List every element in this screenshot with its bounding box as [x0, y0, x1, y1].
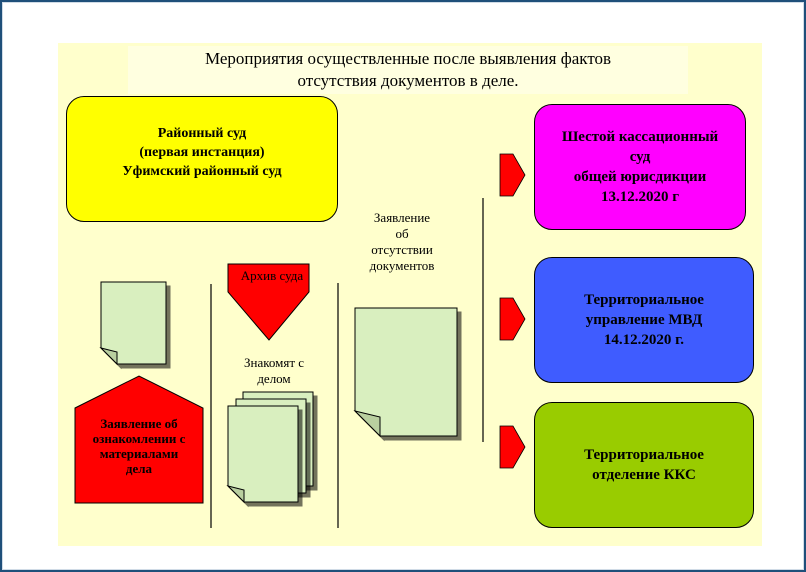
kks-box: Территориальное отделение ККС	[534, 402, 754, 528]
mvd-box: Территориальное управление МВД 14.12.202…	[534, 257, 754, 383]
document-icon-left	[99, 281, 167, 366]
document-icon-large	[353, 307, 458, 438]
title-band	[128, 46, 688, 94]
district-court-box: Районный суд (первая инстанция) Уфимский…	[66, 96, 338, 222]
arrow-to-cassation	[499, 153, 526, 197]
application-familiarization-shape	[74, 375, 204, 504]
application-absence-label: Заявление об отсутствии документов	[369, 210, 435, 273]
document-stack-icon	[226, 391, 314, 504]
arrow-to-kks	[499, 425, 526, 469]
court-archive-arrow	[227, 263, 310, 341]
cassation-court-box: Шестой кассационный суд общей юрисдикции…	[534, 104, 746, 230]
arrow-to-mvd	[499, 297, 526, 341]
slide-title: Мероприятия осуществленные после выявлен…	[204, 49, 612, 90]
court-archive-label: Архив суда	[240, 268, 304, 283]
application-familiarization-label: Заявление об ознакомлении с материалами …	[92, 416, 186, 476]
familiarize-label: Знакомят с делом	[243, 355, 305, 386]
